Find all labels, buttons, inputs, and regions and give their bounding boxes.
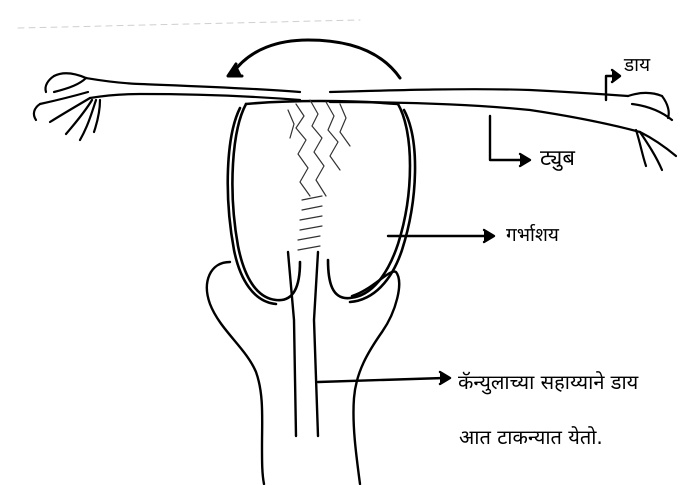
- scan-mark: [18, 20, 360, 28]
- dye-fill: [288, 100, 350, 250]
- cannula: [288, 252, 318, 436]
- label-tube: ट्युब: [540, 148, 575, 170]
- dome-arc: [232, 40, 400, 78]
- label-cannula-line2: आत टाकन्यात येतो.: [459, 427, 603, 447]
- left-fallopian-tube: [34, 73, 300, 140]
- right-fallopian-tube: [330, 89, 676, 170]
- label-cannula-line1: कॅन्युलाच्या सहाय्याने डाय: [458, 372, 638, 392]
- cannula-pointer: [318, 372, 450, 384]
- label-uterus: गर्भाशय: [506, 226, 559, 245]
- label-dye: डाय: [624, 56, 650, 75]
- tube-pointer: [490, 116, 530, 166]
